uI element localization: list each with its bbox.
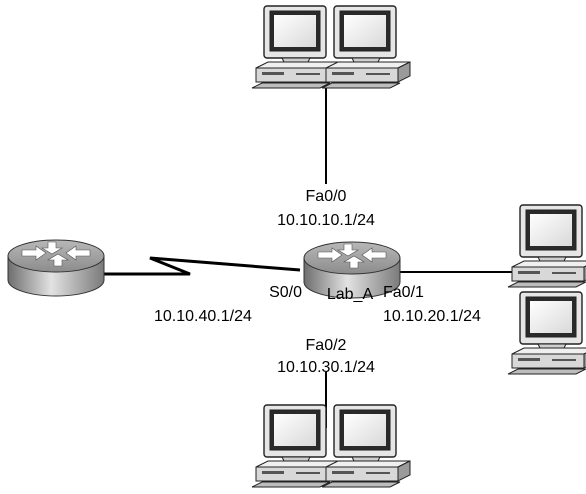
interface-fa02-ip: 10.10.30.1/24 <box>277 359 375 376</box>
interface-fa01-ip: 10.10.20.1/24 <box>383 308 481 325</box>
serial-link-s00 <box>74 256 301 276</box>
pc-top-right <box>321 5 411 89</box>
interface-fa01-name: Fa0/1 <box>383 284 424 301</box>
interface-fa02-name: Fa0/2 <box>306 337 347 354</box>
interface-s00-ip: 10.10.40.1/24 <box>154 308 252 325</box>
pc-bottom-right <box>321 404 411 488</box>
interface-s00-name: S0/0 <box>269 284 302 301</box>
router-label-lab-a: Lab_A <box>327 286 374 303</box>
router-left <box>7 239 105 297</box>
pc-right-lower <box>507 291 586 375</box>
pc-right-upper <box>507 204 586 288</box>
interface-fa00-name: Fa0/0 <box>306 188 347 205</box>
interface-fa00-ip: 10.10.10.1/24 <box>277 212 375 229</box>
